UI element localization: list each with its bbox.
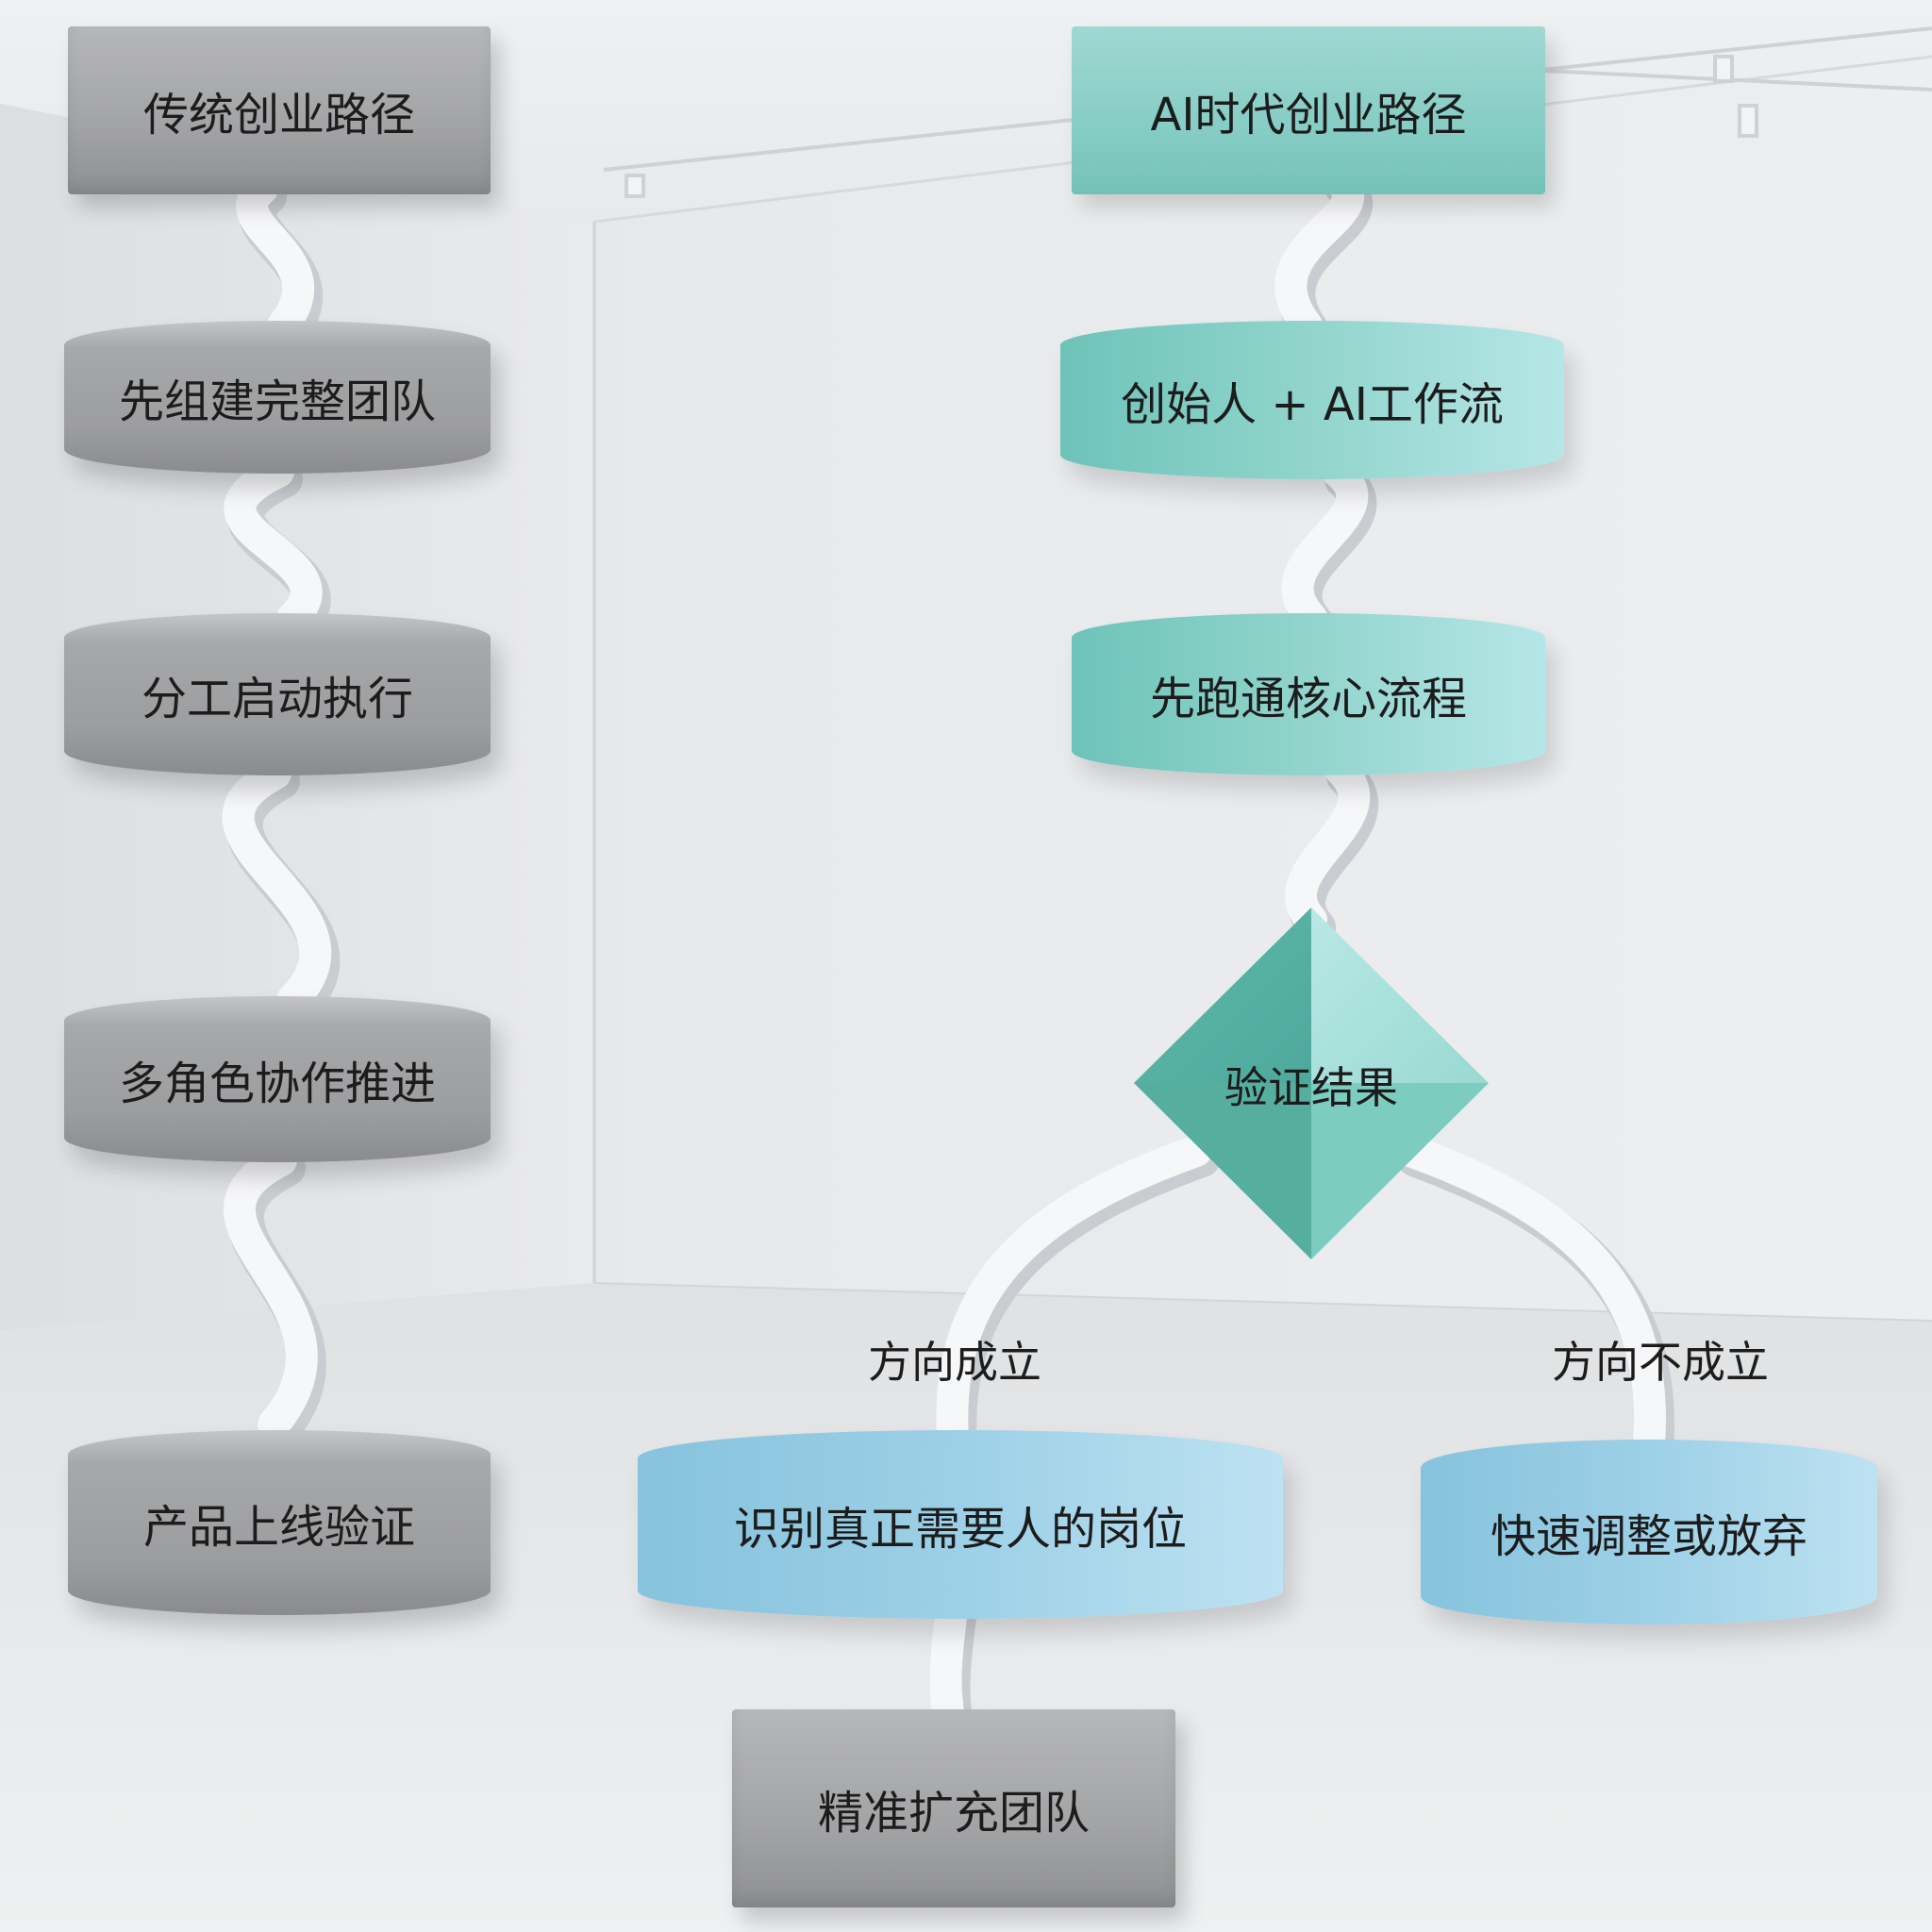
step-divide-work: 分工启动执行 <box>64 613 491 775</box>
step-founder-ai-workflow: 创始人 + AI工作流 <box>1060 321 1564 479</box>
branch-label-no: 方向不成立 <box>1552 1337 1769 1388</box>
connectors <box>222 163 1674 1762</box>
ai-path-title: AI时代创业路径 <box>1072 26 1545 194</box>
traditional-path-title: 传统创业路径 <box>68 26 491 194</box>
step-identify-roles: 识别真正需要人的岗位 <box>638 1430 1283 1619</box>
step-core-process: 先跑通核心流程 <box>1072 613 1545 775</box>
step-launch-validate: 产品上线验证 <box>68 1430 491 1615</box>
step-build-full-team: 先组建完整团队 <box>64 321 491 474</box>
step-expand-team: 精准扩充团队 <box>732 1709 1175 1907</box>
step-adjust-or-abandon: 快速调整或放弃 <box>1421 1440 1877 1624</box>
step-multi-role-collab: 多角色协作推进 <box>64 996 491 1162</box>
branch-label-yes: 方向成立 <box>868 1337 1041 1388</box>
decision-diamond <box>1134 908 1489 1259</box>
decision-validate-result: 验证结果 <box>1224 1062 1398 1113</box>
